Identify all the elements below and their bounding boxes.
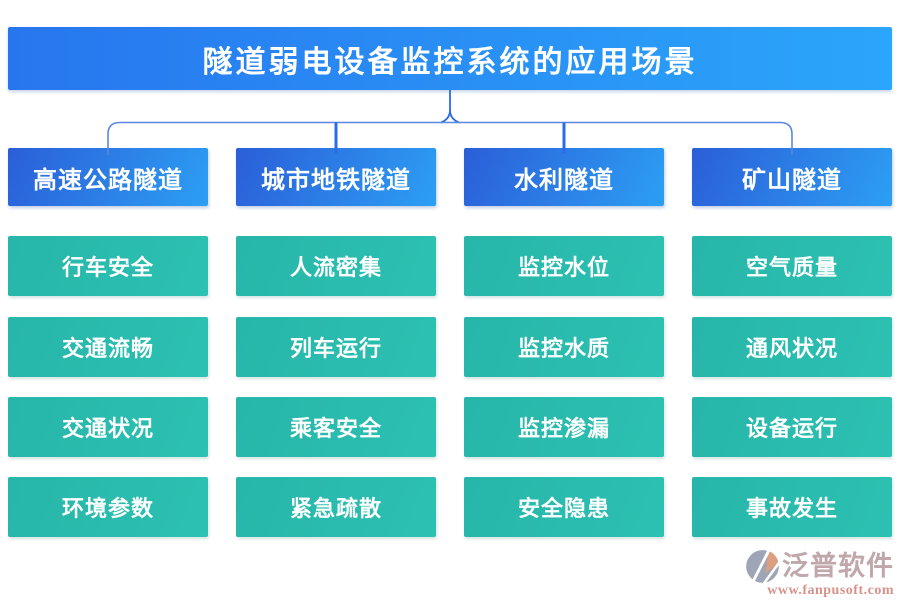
item-box: 人流密集 <box>236 236 436 296</box>
brand-watermark: 泛普软件 www.fanpusoft.com <box>745 548 894 598</box>
column-header: 水利隧道 <box>464 148 664 206</box>
title-banner: 隧道弱电设备监控系统的应用场景 <box>8 27 892 90</box>
connector-rail <box>107 121 793 155</box>
column-header: 矿山隧道 <box>692 148 892 206</box>
brand-url: www.fanpusoft.com <box>767 582 894 598</box>
column-metro-tunnel: 城市地铁隧道 人流密集 列车运行 乘客安全 紧急疏散 <box>236 148 436 537</box>
item-box: 紧急疏散 <box>236 477 436 537</box>
item-box: 交通状况 <box>8 397 208 457</box>
item-box: 设备运行 <box>692 397 892 457</box>
column-header: 高速公路隧道 <box>8 148 208 206</box>
item-box: 监控水位 <box>464 236 664 296</box>
column-highway-tunnel: 高速公路隧道 行车安全 交通流畅 交通状况 环境参数 <box>8 148 208 537</box>
item-box: 事故发生 <box>692 477 892 537</box>
item-box: 安全隐患 <box>464 477 664 537</box>
page-title: 隧道弱电设备监控系统的应用场景 <box>202 45 698 79</box>
item-box: 交通流畅 <box>8 317 208 377</box>
column-header: 城市地铁隧道 <box>236 148 436 206</box>
column-water-tunnel: 水利隧道 监控水位 监控水质 监控渗漏 安全隐患 <box>464 148 664 537</box>
item-box: 监控渗漏 <box>464 397 664 457</box>
item-box: 通风状况 <box>692 317 892 377</box>
connector-root-stub <box>440 90 460 124</box>
fanpu-logo-icon <box>746 548 780 584</box>
item-box: 监控水质 <box>464 317 664 377</box>
column-mine-tunnel: 矿山隧道 空气质量 通风状况 设备运行 事故发生 <box>692 148 892 537</box>
item-box: 行车安全 <box>8 236 208 296</box>
item-box: 环境参数 <box>8 477 208 537</box>
item-box: 列车运行 <box>236 317 436 377</box>
item-box: 乘客安全 <box>236 397 436 457</box>
item-box: 空气质量 <box>692 236 892 296</box>
brand-name: 泛普软件 <box>782 550 894 581</box>
